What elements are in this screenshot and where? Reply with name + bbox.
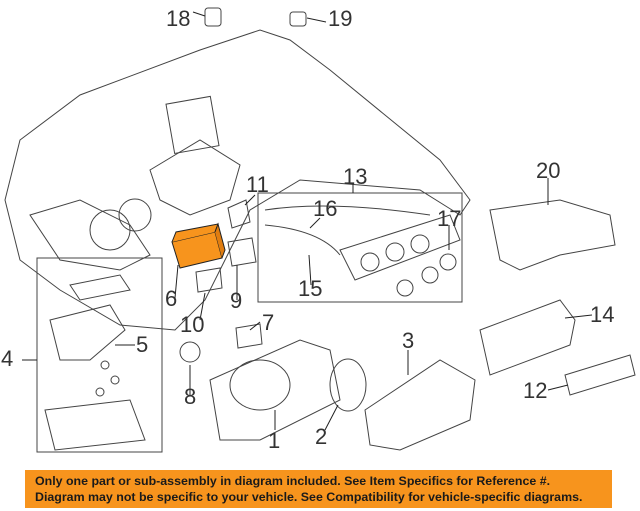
- group-box-13: [257, 192, 463, 303]
- disclaimer-banner: Only one part or sub-assembly in diagram…: [25, 470, 612, 508]
- callout-18: 18: [166, 6, 191, 31]
- callout-8: 8: [184, 384, 197, 409]
- callout-4: 4: [1, 346, 14, 371]
- callout-7: 7: [262, 310, 275, 335]
- callout-6: 6: [165, 286, 178, 311]
- callout-14: 14: [590, 302, 615, 327]
- callout-10: 10: [180, 312, 205, 337]
- callout-2: 2: [315, 424, 328, 449]
- disclaimer-line-1: Only one part or sub-assembly in diagram…: [35, 474, 551, 488]
- callout-16: 16: [313, 196, 338, 221]
- callout-5: 5: [136, 332, 149, 357]
- dashboard-outline: [4, 29, 471, 331]
- callout-19: 19: [328, 6, 353, 31]
- callout-12: 12: [523, 378, 548, 403]
- callout-20: 20: [536, 158, 561, 183]
- callout-11: 11: [246, 172, 269, 197]
- callout-9: 9: [230, 288, 243, 313]
- callout-15: 15: [298, 276, 323, 301]
- callout-3: 3: [402, 328, 415, 353]
- group-box-4: [36, 257, 163, 453]
- callout-13: 13: [343, 164, 368, 189]
- callout-17: 17: [437, 206, 462, 231]
- disclaimer-line-2: Diagram may not be specific to your vehi…: [35, 490, 583, 504]
- callout-1: 1: [268, 428, 281, 453]
